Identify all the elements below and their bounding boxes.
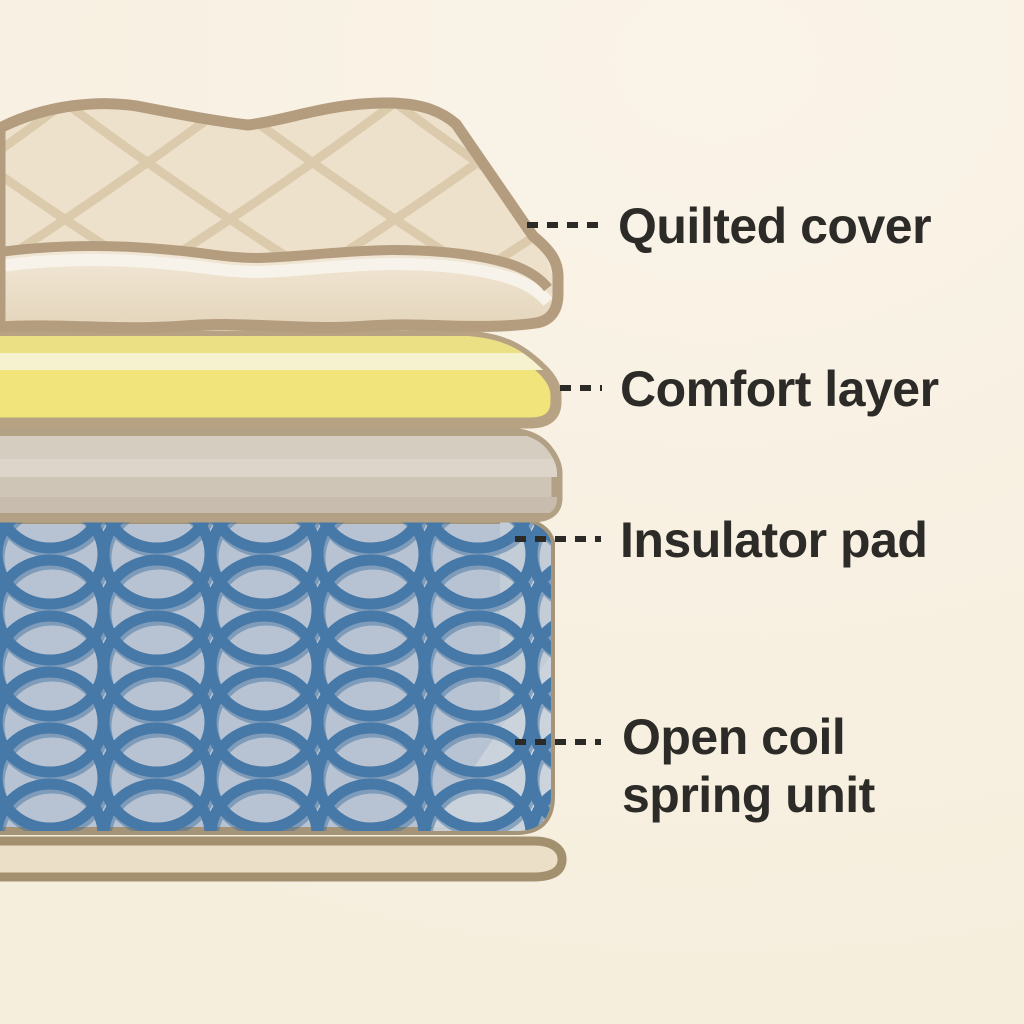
label-open-coil-line2: spring unit <box>622 767 875 823</box>
insulator-pad-layer <box>0 427 563 523</box>
leader-open-coil <box>515 739 601 745</box>
label-quilted-cover: Quilted cover <box>618 198 932 254</box>
comfort-layer <box>0 330 562 429</box>
cover-outline <box>0 97 564 334</box>
cover-top-surface <box>0 102 550 288</box>
quilted-cover-layer <box>0 97 564 334</box>
label-comfort-layer: Comfort layer <box>620 361 939 417</box>
leader-comfort-layer <box>560 385 602 391</box>
label-open-coil-spring-unit: Open coil spring unit <box>622 708 875 824</box>
base-layer <box>0 836 567 882</box>
cover-piping <box>0 241 552 292</box>
leader-quilted-cover <box>527 222 601 228</box>
label-insulator-pad: Insulator pad <box>620 512 928 568</box>
open-coil-spring-unit-layer <box>0 516 555 835</box>
label-open-coil-line1: Open coil <box>622 709 846 765</box>
spring-coils <box>0 520 551 831</box>
cover-gap-highlight <box>0 254 553 306</box>
leader-insulator-pad <box>515 536 601 542</box>
